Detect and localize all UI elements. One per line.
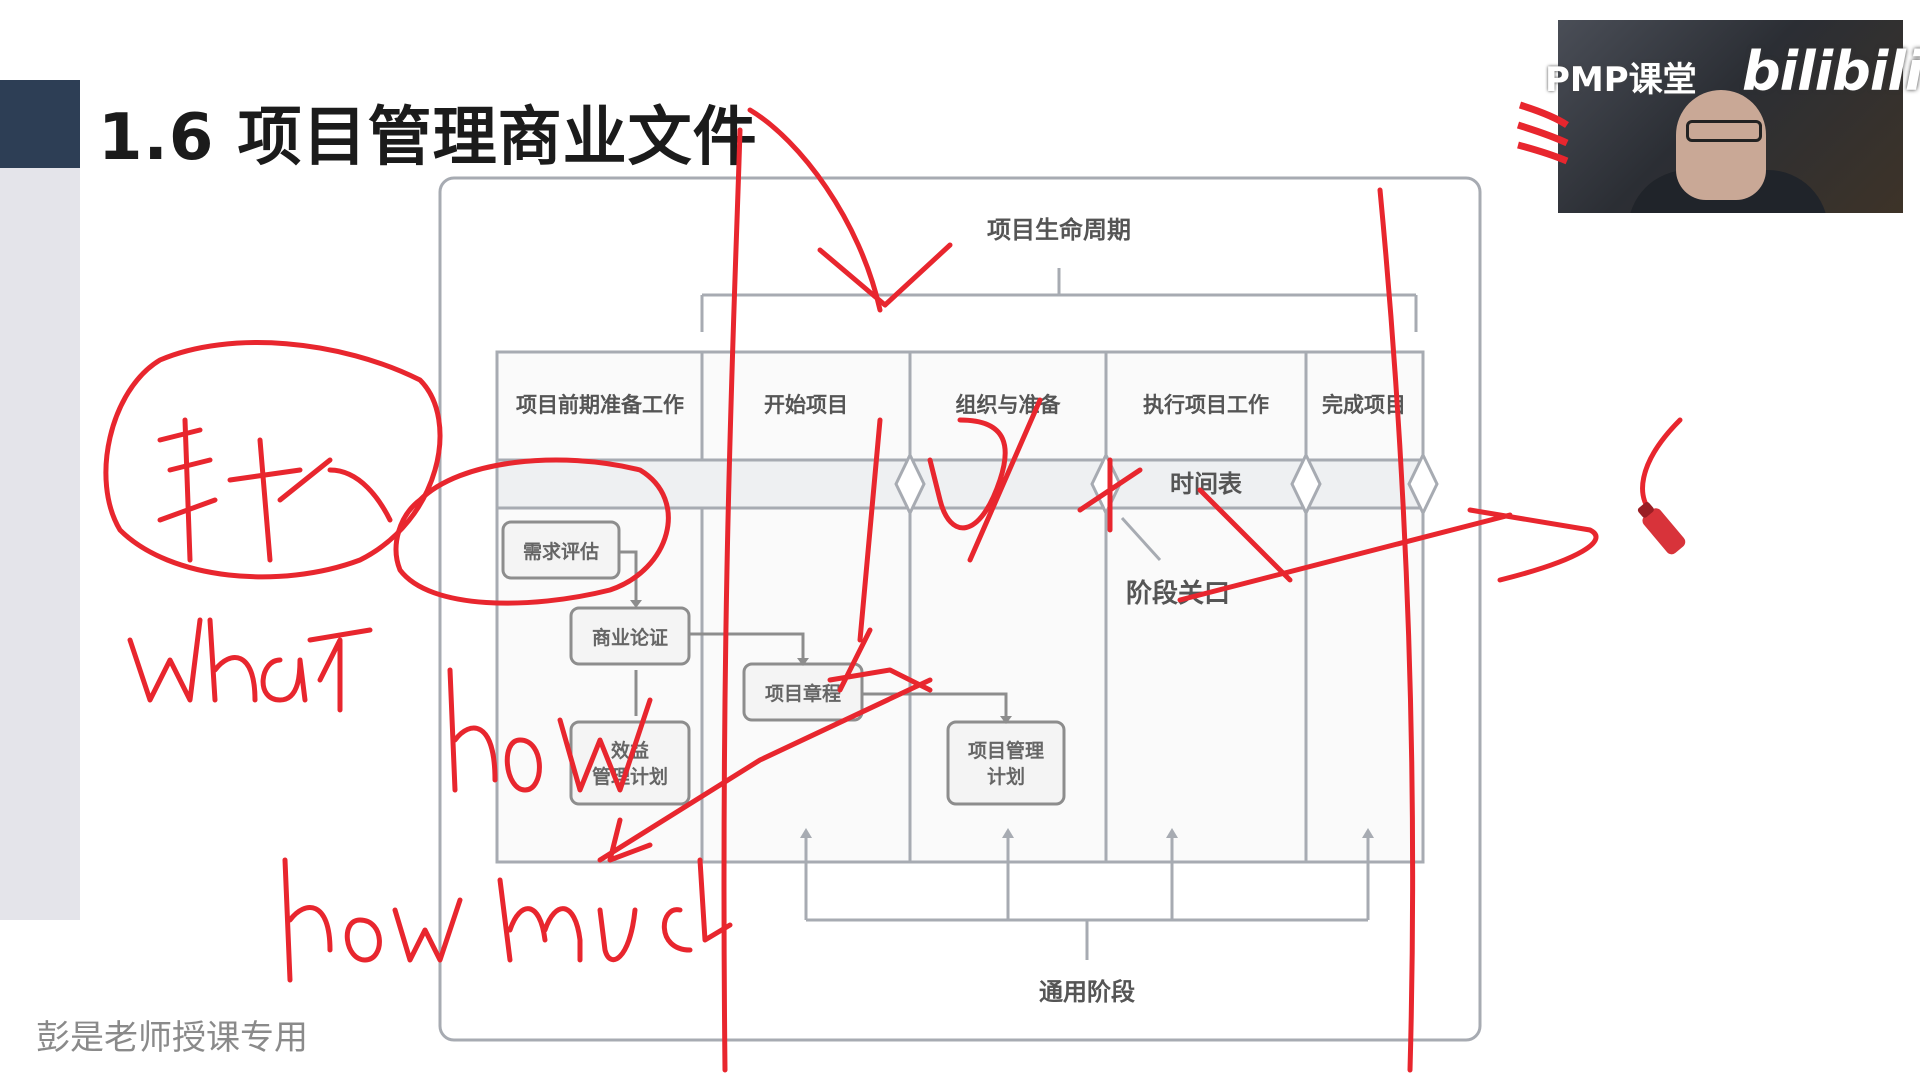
svg-text:项目章程: 项目章程 [765,682,841,705]
presenter-glasses [1686,120,1762,142]
timeline-band [495,458,1425,510]
title-accent-bar [0,80,80,168]
phase-header-1: 开始项目 [764,393,848,417]
svg-text:管理计划: 管理计划 [592,765,668,788]
svg-text:计划: 计划 [987,765,1025,788]
top-bracket [700,268,1418,332]
bilibili-logo: bilibili [1742,40,1920,103]
box-benefits-plan: 效益 管理计划 [569,720,691,806]
presenter-video [1558,20,1903,213]
bottom-label: 通用阶段 [1039,978,1135,1006]
phase-header-4: 完成项目 [1322,393,1406,417]
box-pm-plan: 项目管理 计划 [946,720,1066,806]
gate-label: 阶段关口 [1126,578,1230,609]
box-project-charter: 项目章程 [742,662,864,722]
box-business-case: 商业论证 [569,606,691,666]
phase-header-3: 执行项目工作 [1143,393,1269,417]
svg-text:效益: 效益 [611,739,649,762]
svg-text:商业论证: 商业论证 [592,626,668,649]
red-swoosh-icon [1516,101,1569,165]
top-label: 项目生命周期 [987,216,1131,244]
svg-text:项目管理: 项目管理 [968,739,1044,762]
phase-header-2: 组织与准备 [956,393,1062,417]
left-decor-strip [0,80,80,920]
diagram-frame [438,176,1482,1042]
box-needs-assessment: 需求评估 [501,520,621,580]
timeline-label: 时间表 [1170,470,1243,498]
svg-text:需求评估: 需求评估 [523,540,599,563]
slide-title: 1.6 项目管理商业文件 [98,101,758,175]
video-brand-text: PMP课堂 [1545,60,1697,100]
presenter-face [1676,90,1766,200]
phase-header-0: 项目前期准备工作 [516,393,684,417]
footer-watermark: 彭是老师授课专用 [36,1018,308,1058]
